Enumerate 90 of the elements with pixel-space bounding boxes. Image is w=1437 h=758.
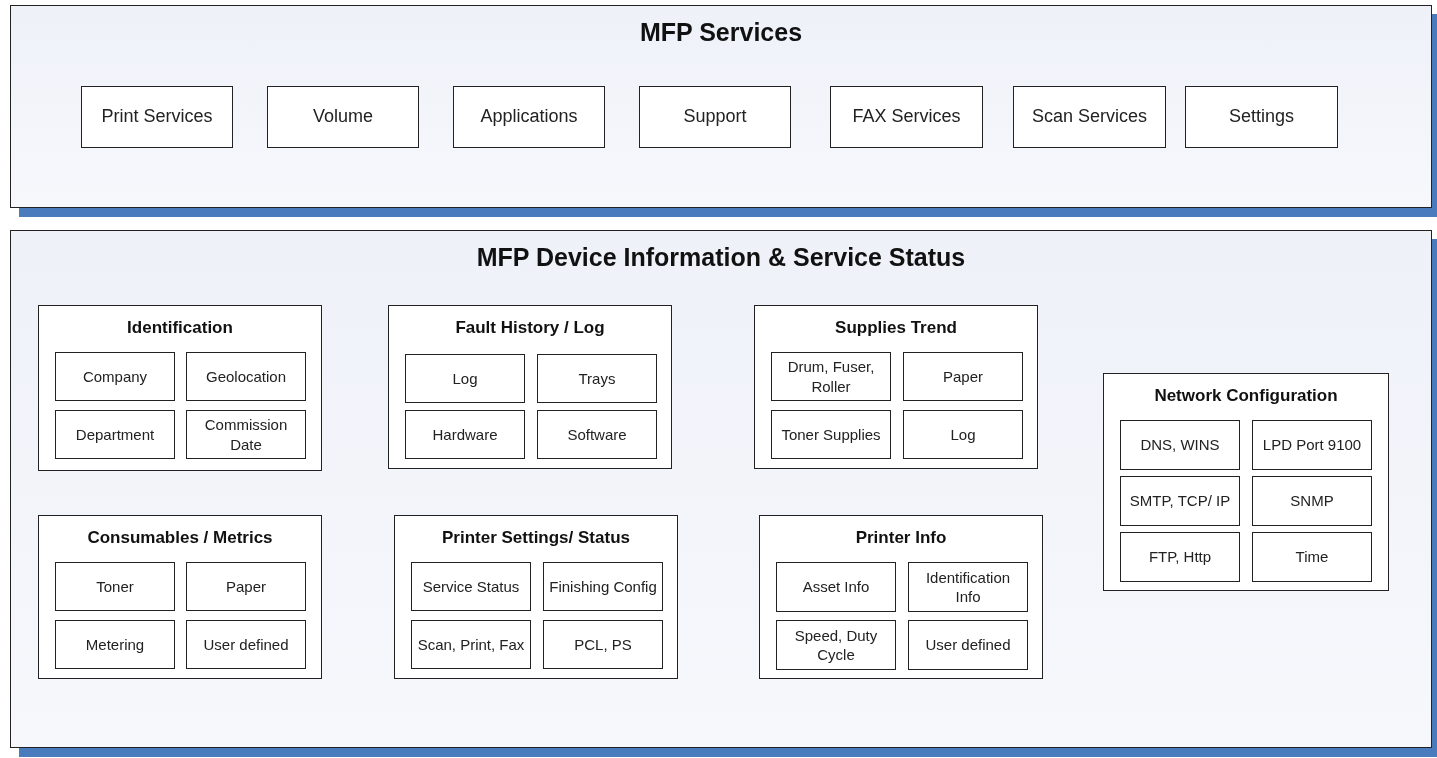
item-label: Scan Services (1030, 105, 1149, 129)
item-box (776, 562, 896, 612)
item-box (411, 562, 531, 611)
item-label: Software (566, 424, 628, 445)
item-box (186, 562, 306, 611)
item-label: Hardware (431, 424, 499, 445)
item-box (776, 620, 896, 670)
item-box (1120, 532, 1240, 582)
group-box (38, 515, 322, 679)
item-box (55, 562, 175, 611)
item-label: Applications (479, 105, 579, 129)
item-label: Finishing Config (548, 576, 658, 597)
item-box (186, 352, 306, 401)
item-box (903, 410, 1023, 459)
item-label: LPD Port 9100 (1261, 435, 1363, 455)
item-label: Drum, Fuser, Roller (786, 357, 876, 396)
item-box (908, 562, 1028, 612)
item-label: Company (81, 366, 149, 387)
item-label: Department (74, 424, 156, 445)
item-label: FTP, Http (1147, 547, 1213, 567)
item-box (1120, 420, 1240, 470)
item-label: Service Status (421, 576, 521, 597)
item-label: Print Services (100, 105, 214, 129)
item-label: FAX Services (851, 105, 962, 129)
item-label: Identification Info (924, 567, 1012, 607)
group-box (754, 305, 1038, 469)
item-box (903, 352, 1023, 401)
item-label: Speed, Duty Cycle (793, 625, 879, 665)
group-box (38, 305, 322, 471)
item-label: Time (1294, 547, 1330, 567)
item-box (405, 354, 525, 403)
item-label: Trays (577, 368, 617, 389)
item-label: PCL, PS (573, 634, 633, 655)
service-box (453, 86, 605, 148)
service-box (1185, 86, 1338, 148)
item-box (55, 620, 175, 669)
item-box (55, 410, 175, 459)
group-box (1103, 373, 1389, 591)
item-box (411, 620, 531, 669)
service-box (267, 86, 419, 148)
item-label: Volume (311, 105, 374, 129)
group-box (759, 515, 1043, 679)
item-label: SMTP, TCP/ IP (1128, 491, 1232, 511)
item-box (1252, 420, 1372, 470)
item-label: Geolocation (204, 366, 288, 387)
item-label: Scan, Print, Fax (416, 634, 526, 655)
group-title: Identification (126, 318, 234, 338)
panel-title: MFP Services (638, 18, 804, 47)
panel-title: MFP Device Information & Service Status (475, 243, 967, 272)
item-box (771, 352, 891, 401)
item-label: Toner Supplies (780, 424, 882, 445)
item-box (186, 410, 306, 459)
service-box (830, 86, 983, 148)
item-label: User defined (924, 635, 1012, 655)
item-label: Log (451, 368, 479, 389)
item-box (1252, 476, 1372, 526)
item-box (537, 410, 657, 459)
group-title: Printer Settings/ Status (441, 528, 631, 548)
service-box (1013, 86, 1166, 148)
item-label: Support (682, 105, 748, 129)
item-box (405, 410, 525, 459)
item-label: SNMP (1289, 491, 1335, 511)
item-label: DNS, WINS (1139, 435, 1221, 455)
item-label: Settings (1227, 105, 1295, 129)
item-box (908, 620, 1028, 670)
item-label: Paper (225, 576, 267, 597)
group-title: Consumables / Metrics (86, 528, 274, 548)
group-title: Network Configuration (1153, 386, 1339, 406)
item-box (186, 620, 306, 669)
item-box (537, 354, 657, 403)
service-box (81, 86, 233, 148)
item-label: Toner (95, 576, 135, 597)
group-box (394, 515, 678, 679)
group-box (388, 305, 672, 469)
group-title: Fault History / Log (454, 318, 606, 338)
service-box (639, 86, 791, 148)
item-label: Log (949, 424, 977, 445)
item-label: Commission Date (203, 415, 289, 454)
item-box (543, 620, 663, 669)
item-box (1252, 532, 1372, 582)
item-box (543, 562, 663, 611)
item-box (55, 352, 175, 401)
item-box (771, 410, 891, 459)
item-box (1120, 476, 1240, 526)
group-title: Supplies Trend (834, 318, 958, 338)
item-label: Metering (84, 634, 146, 655)
item-label: User defined (202, 634, 290, 655)
item-label: Paper (942, 366, 984, 387)
item-label: Asset Info (801, 577, 871, 597)
group-title: Printer Info (854, 528, 948, 548)
